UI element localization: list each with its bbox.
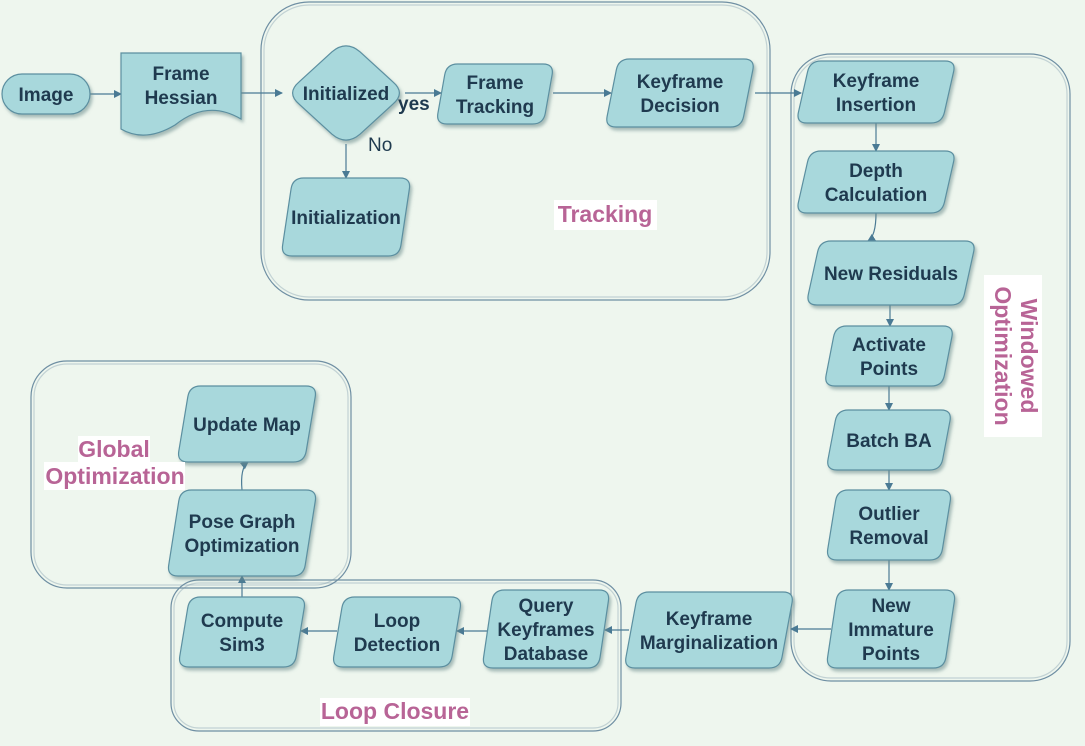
node-shape (625, 591, 793, 669)
tracking-title: Tracking (558, 201, 653, 227)
node-shape (827, 409, 951, 471)
windowed-optimization-title-line2: Optimization (990, 286, 1016, 425)
node-label: Insertion (836, 95, 916, 116)
windowed-optimization-title-line1: Windowed (1016, 299, 1042, 414)
loop-closure-group (170, 579, 622, 732)
node-shape (797, 150, 955, 214)
node-batch-ba: Batch BA (827, 409, 951, 471)
node-initialized: Initialized (292, 45, 400, 141)
node-label: Frame (152, 64, 209, 85)
node-shape (606, 58, 754, 128)
node-label: Detection (354, 635, 441, 656)
node-label: Database (504, 644, 589, 665)
node-shape (281, 177, 411, 257)
node-label: Frame (466, 73, 523, 94)
edge-depth-to-new-residuals (867, 212, 877, 242)
node-image: Image (1, 73, 91, 115)
node-label: Batch BA (846, 431, 932, 452)
edge-label-no: No (368, 135, 392, 156)
node-shape (797, 60, 955, 124)
node-shape (167, 489, 317, 577)
node-label: Update Map (193, 415, 301, 436)
node-shape (177, 385, 317, 463)
global-optimization-title-line2: Optimization (45, 463, 184, 489)
node-label: Compute (201, 611, 283, 632)
node-label: New (871, 596, 910, 617)
node-label: Keyframes (497, 620, 594, 641)
node-update-map: Update Map (177, 385, 317, 463)
node-label: Hessian (145, 88, 218, 109)
node-label: Calculation (825, 185, 927, 206)
node-shape (332, 596, 462, 668)
group-containers (30, 1, 1071, 732)
node-label: Sim3 (219, 635, 264, 656)
node-shape (437, 63, 553, 125)
node-shape (807, 240, 975, 306)
node-label: Immature (848, 620, 934, 641)
edge-pose-graph-to-update-map (240, 461, 249, 491)
node-label: Optimization (184, 536, 299, 557)
node-shape (178, 596, 306, 668)
node-label: Decision (640, 96, 719, 117)
node-label: Outlier (858, 504, 920, 525)
edge-labels: yes No (368, 94, 430, 156)
node-shape (825, 325, 953, 387)
node-label: Points (862, 644, 920, 665)
node-label: Activate (852, 335, 926, 356)
node-shape (826, 489, 952, 561)
group-titles: Tracking Windowed Optimization Global Op… (44, 200, 1042, 726)
node-shape (826, 589, 956, 669)
node-label: Query (519, 596, 574, 617)
node-label: Keyframe (833, 71, 920, 92)
node-label: Points (860, 359, 918, 380)
node-initialization: Initialization (281, 177, 411, 257)
node-shape (1, 73, 91, 115)
node-label: New Residuals (824, 264, 958, 285)
node-label: Pose Graph (189, 512, 296, 533)
node-label: Removal (849, 528, 928, 549)
node-label: Marginalization (640, 633, 778, 654)
tracking-group (260, 1, 771, 301)
edges (90, 89, 894, 635)
node-label: Initialization (291, 208, 401, 229)
windowed-optimization-group (790, 53, 1071, 682)
node-shape (292, 45, 400, 141)
node-label: Loop (374, 611, 420, 632)
global-optimization-group (30, 360, 352, 589)
node-shape (120, 52, 242, 136)
node-label: Initialized (303, 84, 390, 105)
node-label: Tracking (456, 97, 534, 118)
node-label: Image (19, 85, 74, 106)
node-label: Depth (849, 161, 903, 182)
edge-label-yes: yes (398, 94, 430, 115)
node-new-residuals: New Residuals (807, 240, 975, 306)
node-label: Keyframe (666, 609, 753, 630)
global-optimization-title-line1: Global (78, 436, 150, 462)
loop-closure-title: Loop Closure (321, 698, 469, 724)
node-label: Keyframe (637, 72, 724, 93)
node-shape (482, 589, 610, 669)
